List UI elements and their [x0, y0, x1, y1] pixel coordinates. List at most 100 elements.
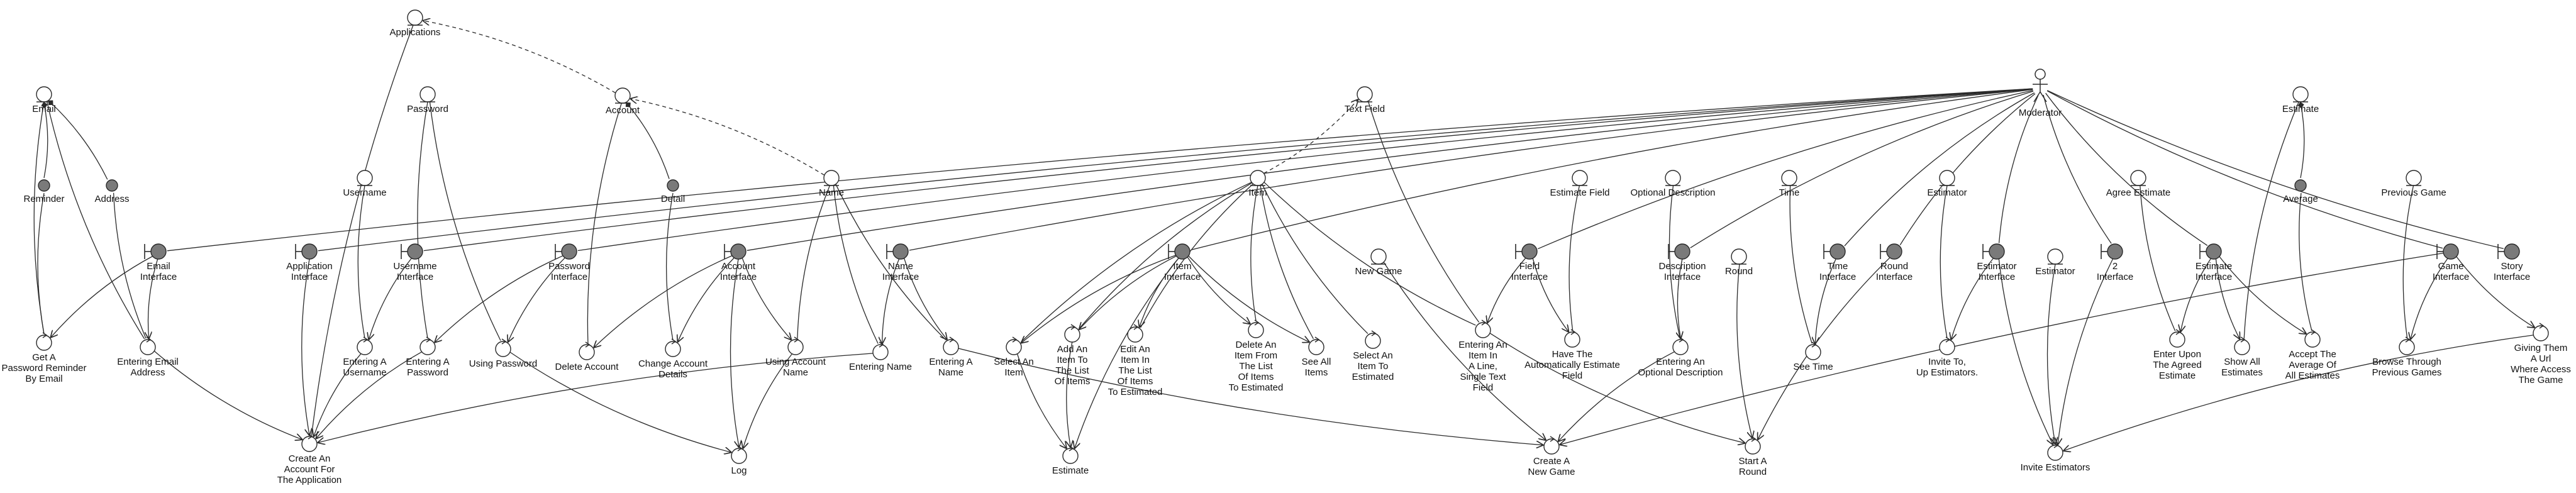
node-new-game[interactable]: New Game	[1355, 248, 1402, 277]
node-time[interactable]: Time	[1779, 170, 1800, 198]
node-label-line: Browse Through	[2372, 357, 2441, 367]
node-reminder[interactable]: Reminder	[23, 179, 65, 204]
control-icon	[579, 344, 595, 360]
node-label-line: Password	[407, 367, 448, 378]
node-entering-name[interactable]: Entering Name	[849, 341, 912, 372]
node-delete-account[interactable]: Delete Account	[555, 341, 619, 372]
node-applications[interactable]: Applications	[390, 9, 441, 38]
node-label-line: The Game	[2519, 375, 2563, 385]
control-icon	[495, 341, 511, 357]
node-label-line: Entering An	[1458, 340, 1507, 350]
node-label-line: Email	[32, 104, 56, 114]
node-address[interactable]: Address	[94, 179, 130, 204]
node-invite-up[interactable]: Invite To,Up Estimators.	[1916, 336, 1978, 378]
node-text-field[interactable]: Text Field	[1345, 86, 1385, 114]
node-log[interactable]: Log	[731, 445, 747, 476]
node-previous-game[interactable]: Previous Game	[2381, 170, 2446, 198]
node-label-line: Account	[721, 261, 756, 272]
node-label-line: Round	[1725, 266, 1753, 277]
node-estimate-bottom[interactable]: Estimate	[1052, 445, 1089, 476]
node-email[interactable]: Email	[32, 86, 56, 114]
node-password[interactable]: Password	[407, 86, 448, 114]
node-round[interactable]: Round	[1725, 248, 1753, 277]
node-account[interactable]: Account	[606, 87, 640, 116]
node-using-password[interactable]: Using Password	[469, 338, 537, 369]
boundary-icon	[730, 243, 747, 260]
node-label-line: See All	[1302, 357, 1331, 367]
node-name[interactable]: Name	[819, 170, 844, 198]
node-label-line: Game	[2438, 261, 2464, 272]
node-optional-description[interactable]: Optional Description	[1630, 170, 1716, 198]
node-moderator[interactable]: Moderator	[2019, 69, 2062, 118]
node-average[interactable]: Average	[2283, 179, 2318, 204]
edge-item-to-see_all_items	[1260, 185, 1314, 340]
node-estimator-e[interactable]: Estimator	[1927, 170, 1967, 198]
node-username[interactable]: Username	[343, 170, 387, 198]
node-estimate-top[interactable]: Estimate	[2282, 86, 2319, 114]
node-label-line: Username	[343, 187, 386, 198]
node-label-line: Estimate	[2159, 370, 2196, 381]
edge-name_interface-to-entering_name	[882, 258, 900, 344]
edge-moderator-to-estimator_interface	[1998, 95, 2039, 243]
node-agree-estimate[interactable]: Agree Estimate	[2106, 170, 2171, 198]
node-estimator2[interactable]: Estimator	[2035, 248, 2075, 277]
node-label-line: Up Estimators.	[1916, 367, 1978, 378]
edge-estimator2-to-invite_estimators	[2046, 263, 2056, 444]
control-arrow-icon	[1371, 330, 1377, 336]
node-see-time[interactable]: See Time	[1793, 341, 1833, 372]
control-icon	[1475, 322, 1491, 338]
node-label-line: Delete An	[1235, 340, 1276, 350]
node-estimate-field[interactable]: Estimate Field	[1550, 170, 1610, 198]
edge-moderator-to-email_interface	[167, 88, 2033, 252]
node-label-line: Estimator	[1977, 261, 2016, 272]
entity-icon	[357, 170, 373, 186]
edge-item-to-edit_item	[1140, 183, 1254, 328]
node-item[interactable]: Item	[1248, 170, 1267, 198]
edge-item-to-text_field	[1263, 100, 1358, 174]
node-invite-estimators[interactable]: Invite Estimators	[2021, 442, 2090, 473]
node-label-line: Item From	[1235, 350, 1277, 361]
node-label-line: Field	[1562, 370, 1583, 381]
node-detail[interactable]: Detail	[661, 179, 685, 204]
